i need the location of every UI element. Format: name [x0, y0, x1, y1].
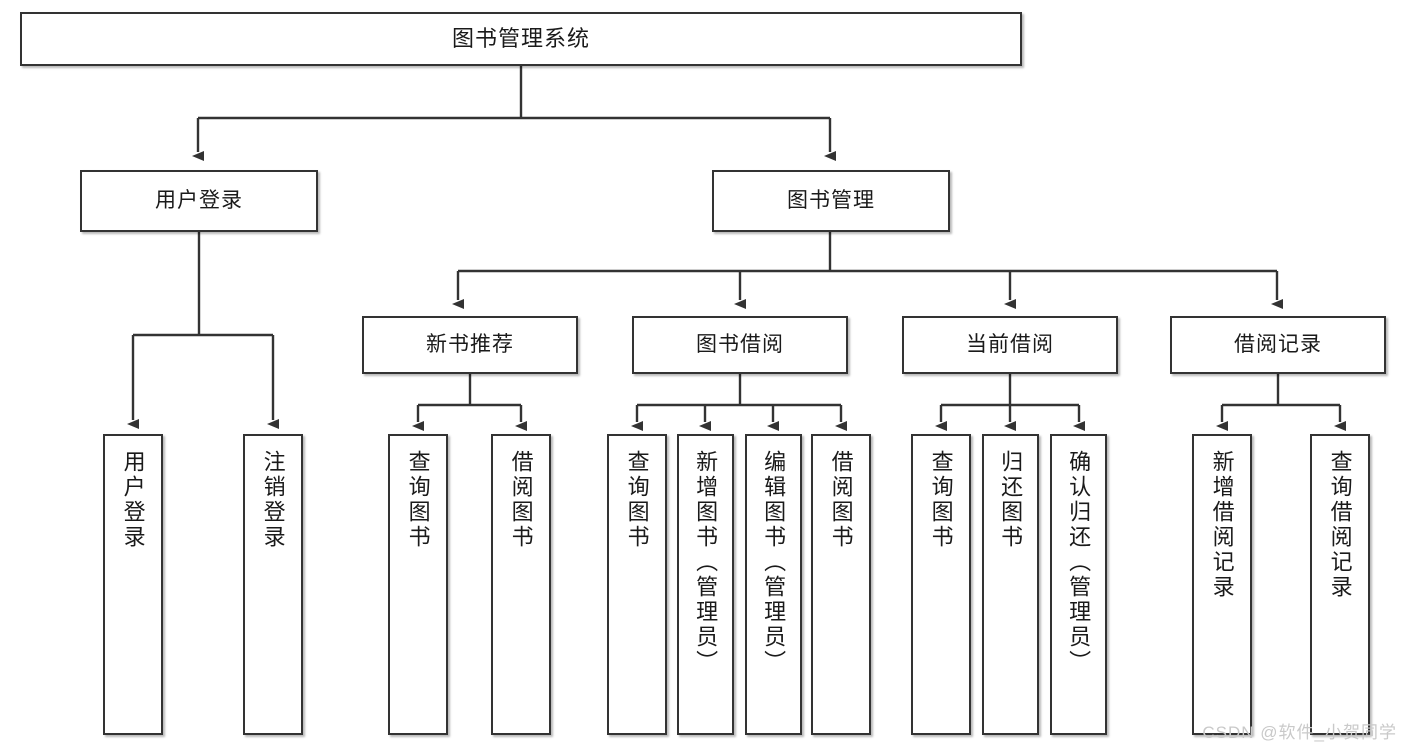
node-label: 归还图书: [998, 450, 1024, 550]
node-label: 图书管理: [787, 188, 875, 212]
leaf-borrow-query-book[interactable]: 查询图书: [607, 434, 667, 735]
node-label: 查询借阅记录: [1327, 450, 1353, 600]
node-label: 查询图书: [928, 450, 954, 550]
node-new-book-recommend[interactable]: 新书推荐: [362, 316, 578, 374]
node-label: 新书推荐: [426, 332, 514, 356]
leaf-user-login-logout[interactable]: 注销登录: [243, 434, 303, 735]
node-label: 新增借阅记录: [1209, 450, 1235, 600]
node-label: 编辑图书（管理员）: [761, 450, 787, 675]
node-root-system[interactable]: 图书管理系统: [20, 12, 1022, 66]
node-borrow-record[interactable]: 借阅记录: [1170, 316, 1386, 374]
node-book-borrow[interactable]: 图书借阅: [632, 316, 848, 374]
leaf-current-query-book[interactable]: 查询图书: [911, 434, 971, 735]
leaf-record-query-record[interactable]: 查询借阅记录: [1310, 434, 1370, 735]
csdn-watermark: CSDN @软件_小贺同学: [1202, 723, 1397, 742]
node-label: 借阅图书: [508, 450, 534, 550]
leaf-recommend-query-book[interactable]: 查询图书: [388, 434, 448, 735]
node-label: 当前借阅: [966, 332, 1054, 356]
leaf-current-return-book[interactable]: 归还图书: [982, 434, 1039, 735]
node-book-management[interactable]: 图书管理: [712, 170, 950, 232]
node-label: 确认归还（管理员）: [1066, 450, 1092, 675]
node-label: 图书借阅: [696, 332, 784, 356]
node-label: 用户登录: [155, 188, 243, 212]
node-label: 查询图书: [405, 450, 431, 550]
leaf-user-login-login[interactable]: 用户登录: [103, 434, 163, 735]
node-user-login[interactable]: 用户登录: [80, 170, 318, 232]
leaf-current-confirm-return-admin[interactable]: 确认归还（管理员）: [1050, 434, 1107, 735]
leaf-borrow-edit-book-admin[interactable]: 编辑图书（管理员）: [745, 434, 802, 735]
node-label: 借阅图书: [828, 450, 854, 550]
leaf-borrow-add-book-admin[interactable]: 新增图书（管理员）: [677, 434, 734, 735]
node-label: 用户登录: [120, 450, 146, 550]
node-label: 图书管理系统: [451, 26, 590, 52]
leaf-recommend-borrow-book[interactable]: 借阅图书: [491, 434, 551, 735]
node-label: 新增图书（管理员）: [693, 450, 719, 675]
node-label: 查询图书: [624, 450, 650, 550]
node-current-borrow[interactable]: 当前借阅: [902, 316, 1118, 374]
leaf-borrow-borrow-book[interactable]: 借阅图书: [811, 434, 871, 735]
leaf-record-add-record[interactable]: 新增借阅记录: [1192, 434, 1252, 735]
node-label: 借阅记录: [1234, 332, 1322, 356]
node-label: 注销登录: [260, 450, 286, 550]
